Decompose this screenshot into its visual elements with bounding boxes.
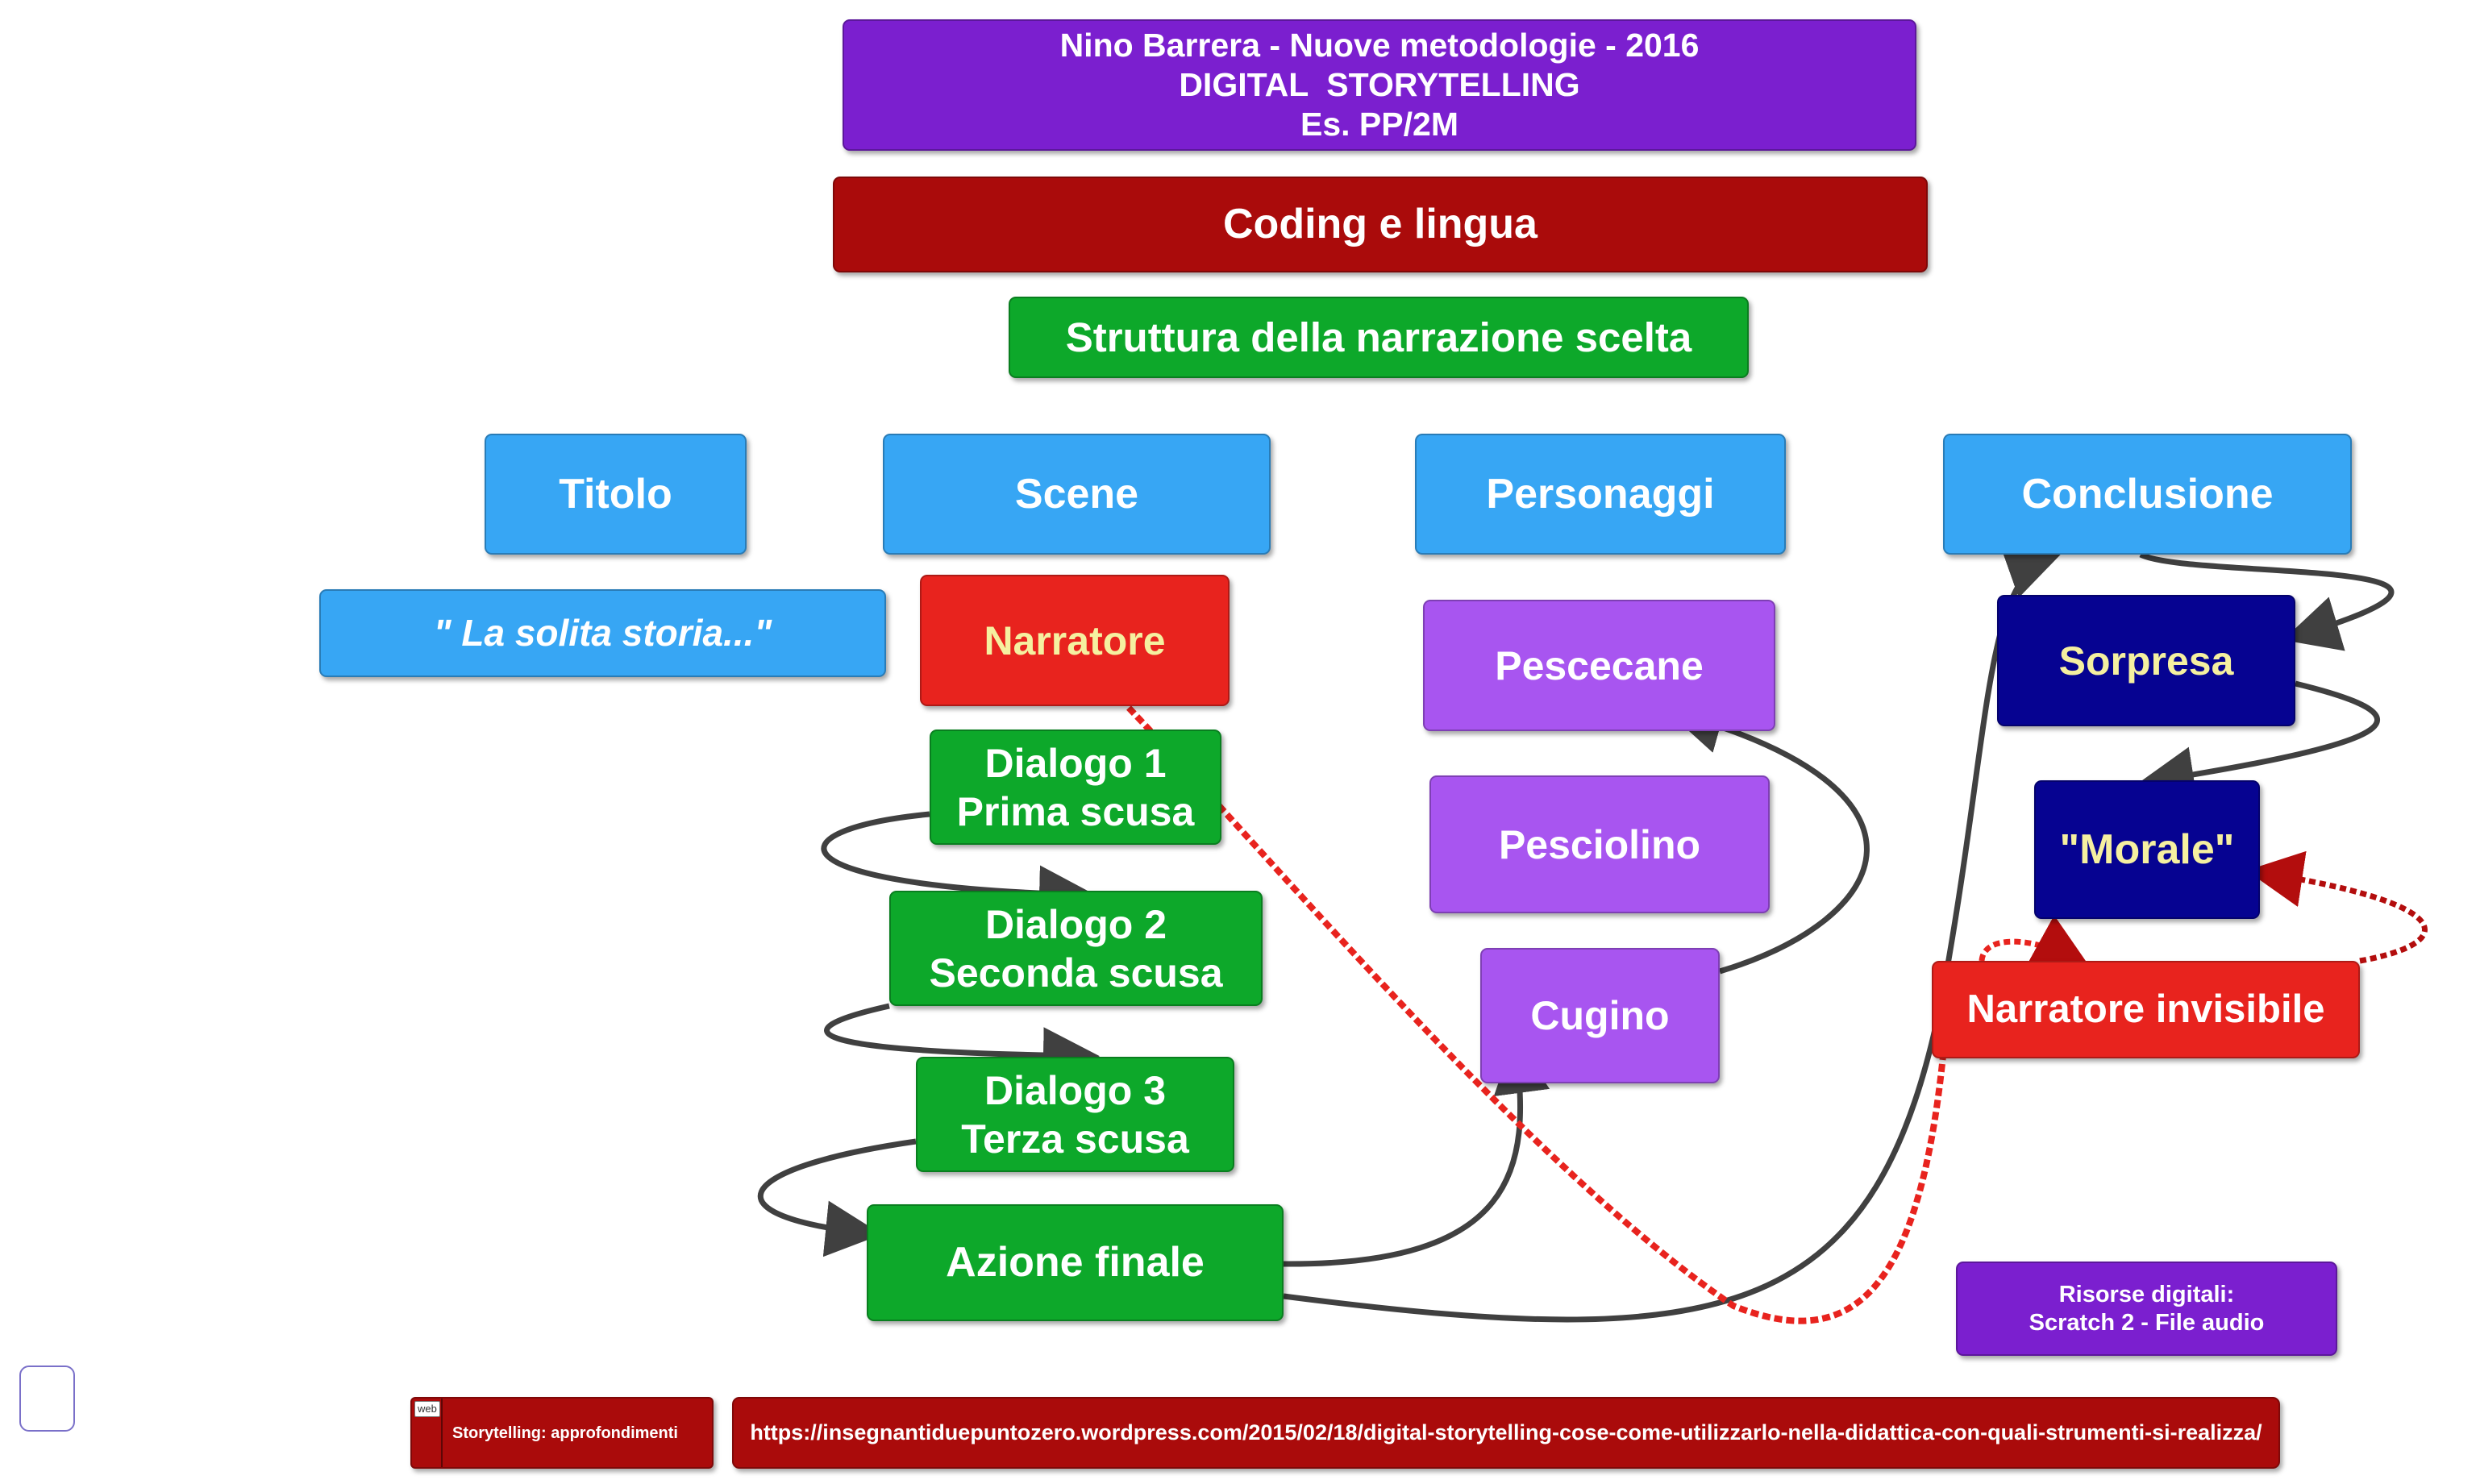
web-link-label[interactable]: Storytelling: approfondimenti <box>452 1424 678 1442</box>
connector-narratore-invisibile-loop <box>1979 915 2091 967</box>
pesciolino-text: Pesciolino <box>1498 821 1701 867</box>
azione-finale-box: Azione finale <box>867 1204 1284 1321</box>
column-titolo: Titolo <box>485 434 747 555</box>
dialogo2-title: Dialogo 2 <box>984 901 1167 947</box>
morale-text: "Morale" <box>2059 825 2235 873</box>
dialogo2-subtitle: Seconda scusa <box>929 950 1223 996</box>
structure-text: Struttura della narrazione scelta <box>1065 314 1692 360</box>
url-text[interactable]: https://insegnantiduepuntozero.wordpress… <box>750 1420 2262 1445</box>
risorse-list: Scratch 2 - File audio <box>2029 1309 2265 1336</box>
column-conclusione-label: Conclusione <box>2021 470 2274 518</box>
structure-box: Struttura della narrazione scelta <box>1009 297 1749 378</box>
dialogo1-subtitle: Prima scusa <box>956 788 1195 834</box>
azione-finale-text: Azione finale <box>946 1239 1205 1287</box>
connector-narratore-invisibile-to-morale <box>2246 850 2428 964</box>
web-tag-icon: web <box>414 1401 440 1417</box>
pescecane-box: Pescecane <box>1423 600 1775 731</box>
sorpresa-box: Sorpresa <box>1997 595 2295 726</box>
narratore-invisibile-text: Narratore invisibile <box>1966 987 2325 1032</box>
dialogo2-box: Dialogo 2 Seconda scusa <box>889 891 1263 1006</box>
cugino-text: Cugino <box>1530 993 1670 1038</box>
narratore-invisibile-box: Narratore invisibile <box>1932 961 2360 1058</box>
pescecane-text: Pescecane <box>1495 642 1704 688</box>
url-link[interactable]: https://insegnantiduepuntozero.wordpress… <box>732 1397 2280 1469</box>
risorse-digitali-box: Risorse digitali: Scratch 2 - File audio <box>1956 1262 2337 1356</box>
web-link-box[interactable]: web Storytelling: approfondimenti <box>410 1397 714 1469</box>
dialogo3-title: Dialogo 3 <box>984 1067 1167 1113</box>
subtitle-text: Coding e lingua <box>1223 201 1538 248</box>
empty-node-box[interactable] <box>19 1366 75 1432</box>
web-divider <box>441 1399 443 1467</box>
dialogo1-title: Dialogo 1 <box>984 740 1167 786</box>
column-personaggi-label: Personaggi <box>1486 470 1715 518</box>
title-class-line: Es. PP/2M <box>1300 106 1458 143</box>
pesciolino-box: Pesciolino <box>1429 775 1770 913</box>
column-scene-label: Scene <box>1014 470 1139 518</box>
column-titolo-label: Titolo <box>559 470 672 518</box>
sorpresa-text: Sorpresa <box>2058 638 2234 684</box>
connector-dialogo2-to-dialogo3 <box>824 1003 1100 1084</box>
title-main-line: DIGITAL STORYTELLING <box>1179 65 1580 103</box>
cugino-box: Cugino <box>1480 948 1720 1083</box>
column-personaggi: Personaggi <box>1415 434 1786 555</box>
column-conclusione: Conclusione <box>1943 434 2352 555</box>
narratore-text: Narratore <box>984 617 1166 663</box>
morale-box: "Morale" <box>2034 780 2260 919</box>
column-scene: Scene <box>883 434 1271 555</box>
title-author-line: Nino Barrera - Nuove metodologie - 2016 <box>1059 26 1700 64</box>
dialogo3-subtitle: Terza scusa <box>961 1116 1189 1162</box>
title-box: Nino Barrera - Nuove metodologie - 2016 … <box>843 19 1916 151</box>
story-title-box: " La solita storia..." <box>319 589 886 677</box>
story-title-text: " La solita storia..." <box>433 611 772 654</box>
dialogo1-box: Dialogo 1 Prima scusa <box>930 730 1221 845</box>
dialogo3-box: Dialogo 3 Terza scusa <box>916 1057 1234 1172</box>
narratore-box: Narratore <box>920 575 1230 706</box>
subtitle-box: Coding e lingua <box>833 177 1928 272</box>
risorse-title: Risorse digitali: <box>2058 1281 2235 1307</box>
